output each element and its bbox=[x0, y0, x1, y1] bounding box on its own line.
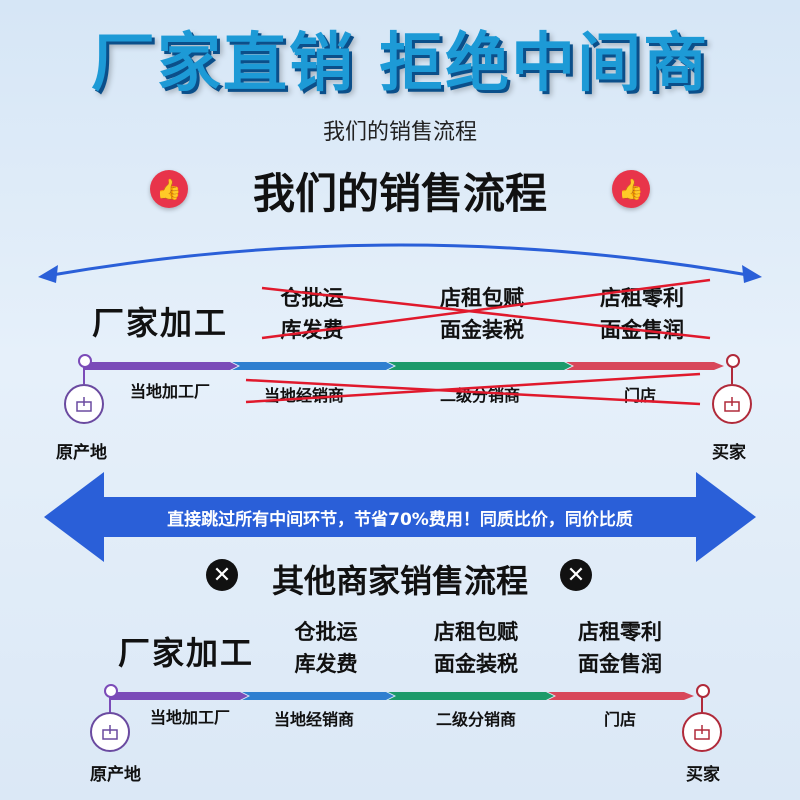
other-origin-dot bbox=[104, 684, 118, 698]
origin-location-icon bbox=[64, 384, 104, 424]
our-factory-label: 厂家加工 bbox=[92, 304, 229, 342]
other-stage-3: 二级分销商 bbox=[435, 710, 516, 729]
savings-banner-text: 直接跳过所有中间环节，节省70%费用！同质比价，同价比质 bbox=[167, 509, 633, 530]
buyer-location-icon bbox=[682, 712, 722, 752]
thumbs-up-icon: 👍 bbox=[150, 170, 188, 208]
thumbs-up-icon: 👍 bbox=[612, 170, 650, 208]
other-stage-4: 门店 bbox=[603, 710, 636, 729]
strike-through-lines bbox=[245, 278, 711, 406]
savings-banner-arrow bbox=[44, 472, 756, 562]
other-cost-1: 仓批运 库发费 bbox=[294, 620, 358, 676]
x-mark-icon: ✕ bbox=[560, 559, 592, 591]
our-timeline-bar bbox=[84, 356, 724, 370]
other-buyer-label: 买家 bbox=[686, 765, 720, 785]
our-buyer-label: 买家 bbox=[712, 443, 746, 463]
other-cost-3: 店租零利 面金售润 bbox=[578, 620, 662, 676]
page-subtitle: 我们的销售流程 bbox=[322, 120, 477, 145]
other-origin-label: 原产地 bbox=[90, 765, 141, 785]
other-section-title: 其他商家销售流程 bbox=[271, 562, 528, 600]
other-timeline-bar bbox=[110, 686, 694, 700]
buyer-location-icon bbox=[712, 384, 752, 424]
our-section-title: 我们的销售流程 bbox=[252, 169, 547, 218]
x-mark-icon: ✕ bbox=[206, 559, 238, 591]
other-stage-2: 当地经销商 bbox=[273, 710, 354, 729]
our-stage-1: 当地加工厂 bbox=[129, 382, 210, 401]
other-stage-1: 当地加工厂 bbox=[149, 708, 230, 727]
origin-dot bbox=[78, 354, 92, 368]
curved-double-arrow bbox=[38, 243, 762, 283]
page-headline: 厂家直销 拒绝中间商 bbox=[90, 27, 710, 101]
origin-location-icon bbox=[90, 712, 130, 752]
other-factory-label: 厂家加工 bbox=[118, 634, 255, 672]
other-cost-2: 店租包赋 面金装税 bbox=[434, 620, 518, 676]
buyer-dot bbox=[726, 354, 740, 368]
other-buyer-dot bbox=[696, 684, 710, 698]
our-origin-label: 原产地 bbox=[56, 443, 107, 463]
